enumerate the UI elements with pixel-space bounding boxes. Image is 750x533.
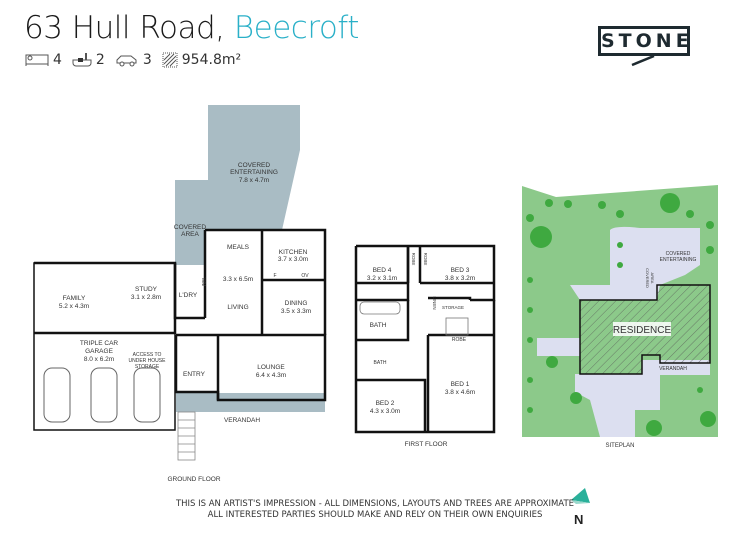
room-dimension: 7.8 x 4.7m bbox=[239, 177, 269, 184]
site-label: VERANDAH bbox=[659, 366, 687, 372]
bedrooms-count: 4 bbox=[53, 52, 62, 68]
site-label: AREA bbox=[650, 273, 655, 284]
room-label: BED 4 bbox=[373, 267, 392, 274]
room-dimension: 4.3 x 3.0m bbox=[370, 408, 400, 415]
car-spaces-count: 3 bbox=[142, 52, 152, 68]
land-area-icon bbox=[162, 52, 178, 68]
room-dimension: 3.5 x 3.3m bbox=[281, 308, 311, 315]
room-dimension: 3.7 x 3.0m bbox=[278, 256, 308, 263]
paving bbox=[537, 226, 710, 437]
room-dimension: 3.3 x 6.5m bbox=[223, 276, 253, 283]
linen-label: LINEN bbox=[432, 296, 437, 309]
robe-label: ROBE bbox=[423, 253, 428, 266]
room-label: BATH bbox=[370, 322, 387, 329]
garage-cars bbox=[43, 367, 161, 423]
room-dimension: 3.1 x 2.8m bbox=[131, 294, 161, 301]
car-icon bbox=[116, 55, 137, 67]
washing-machine-label: WM bbox=[200, 278, 206, 287]
logo-text: STONE bbox=[601, 30, 693, 52]
disclaimer-line: ALL INTERESTED PARTIES SHOULD MAKE AND R… bbox=[207, 510, 543, 520]
robe-label: ROBE bbox=[411, 253, 416, 266]
room-label: LOUNGE bbox=[257, 364, 285, 371]
site-label: ENTERTAINING bbox=[660, 257, 697, 263]
room-label: KITCHEN bbox=[279, 249, 308, 256]
verandah-area bbox=[176, 393, 325, 412]
disclaimer: THIS IS AN ARTIST'S IMPRESSION - ALL DIM… bbox=[150, 499, 600, 521]
property-address: 63 Hull Road, Beecroft bbox=[24, 10, 359, 46]
room-label: TRIPLE CAR bbox=[80, 340, 119, 347]
room-label: BED 2 bbox=[376, 400, 395, 407]
room-label: STUDY bbox=[135, 286, 158, 293]
room-label: COVERED bbox=[174, 224, 206, 231]
disclaimer-line: THIS IS AN ARTIST'S IMPRESSION - ALL DIM… bbox=[175, 499, 575, 509]
room-label: BED 3 bbox=[451, 267, 470, 274]
room-label: ACCESS TO bbox=[133, 352, 162, 358]
siteplan-label: SITEPLAN bbox=[605, 443, 634, 449]
logo-tail bbox=[631, 55, 655, 67]
room-dimension: 5.2 x 4.3m bbox=[59, 303, 89, 310]
room-label: GARAGE bbox=[85, 348, 113, 355]
room-label: L'DRY bbox=[179, 292, 198, 299]
land-area: 954.8m² bbox=[181, 52, 242, 68]
room-label: UNDER HOUSE bbox=[129, 358, 167, 364]
room-label: VERANDAH bbox=[224, 417, 260, 424]
north-arrow-icon bbox=[571, 488, 590, 504]
site-plan: RESIDENCE COVERED ENTERTAINING COVERED A… bbox=[522, 185, 718, 449]
bed-icon bbox=[25, 54, 49, 66]
property-stats: 4 2 3 954.8m² bbox=[25, 52, 247, 68]
suburb: Beecroft bbox=[233, 10, 360, 46]
room-dimension: 3.8 x 4.6m bbox=[445, 389, 475, 396]
room-label: DINING bbox=[285, 300, 308, 307]
residence-label: RESIDENCE bbox=[613, 325, 672, 336]
site-label: COVERED bbox=[666, 251, 691, 257]
room-dimension: 6.4 x 4.3m bbox=[256, 372, 286, 379]
north-label: N bbox=[574, 512, 584, 527]
bath-icon bbox=[72, 53, 92, 67]
fridge-label: F bbox=[273, 273, 276, 279]
room-label: BED 1 bbox=[451, 381, 470, 388]
ground-stairs bbox=[177, 411, 196, 461]
first-floor-label: FIRST FLOOR bbox=[405, 441, 448, 448]
room-label: ENTERTAINING bbox=[230, 169, 278, 176]
first-floor-plan: BED 4 3.2 x 3.1m BED 3 3.8 x 3.2m ROBE R… bbox=[354, 244, 496, 448]
room-label: STORAGE bbox=[135, 364, 160, 370]
room-dimension: 3.8 x 3.2m bbox=[445, 275, 475, 282]
bathrooms-count: 2 bbox=[95, 52, 105, 68]
room-label: MEALS bbox=[227, 244, 250, 251]
room-label: ENTRY bbox=[183, 371, 206, 378]
trees bbox=[526, 193, 716, 436]
room-dimension: 8.0 x 6.2m bbox=[84, 356, 114, 363]
room-label: COVERED bbox=[238, 162, 270, 169]
ground-floor-label: GROUND FLOOR bbox=[167, 476, 220, 483]
room-label: FAMILY bbox=[63, 295, 86, 302]
ground-floor-plan: COVERED ENTERTAINING 7.8 x 4.7m COVERED … bbox=[33, 105, 327, 483]
street: 63 Hull Road, bbox=[24, 10, 225, 46]
stone-logo: STONE bbox=[598, 26, 690, 56]
room-dimension: 3.2 x 3.1m bbox=[367, 275, 397, 282]
room-label: STORAGE bbox=[442, 305, 464, 310]
covered-entertaining-area bbox=[175, 105, 300, 265]
room-label: LIVING bbox=[227, 304, 248, 311]
site-label: COVERED bbox=[645, 268, 650, 288]
room-label: AREA bbox=[181, 231, 199, 238]
oven-label: OV bbox=[301, 273, 309, 279]
room-label: BATH bbox=[374, 360, 387, 366]
robe-label: ROBE bbox=[452, 337, 467, 343]
